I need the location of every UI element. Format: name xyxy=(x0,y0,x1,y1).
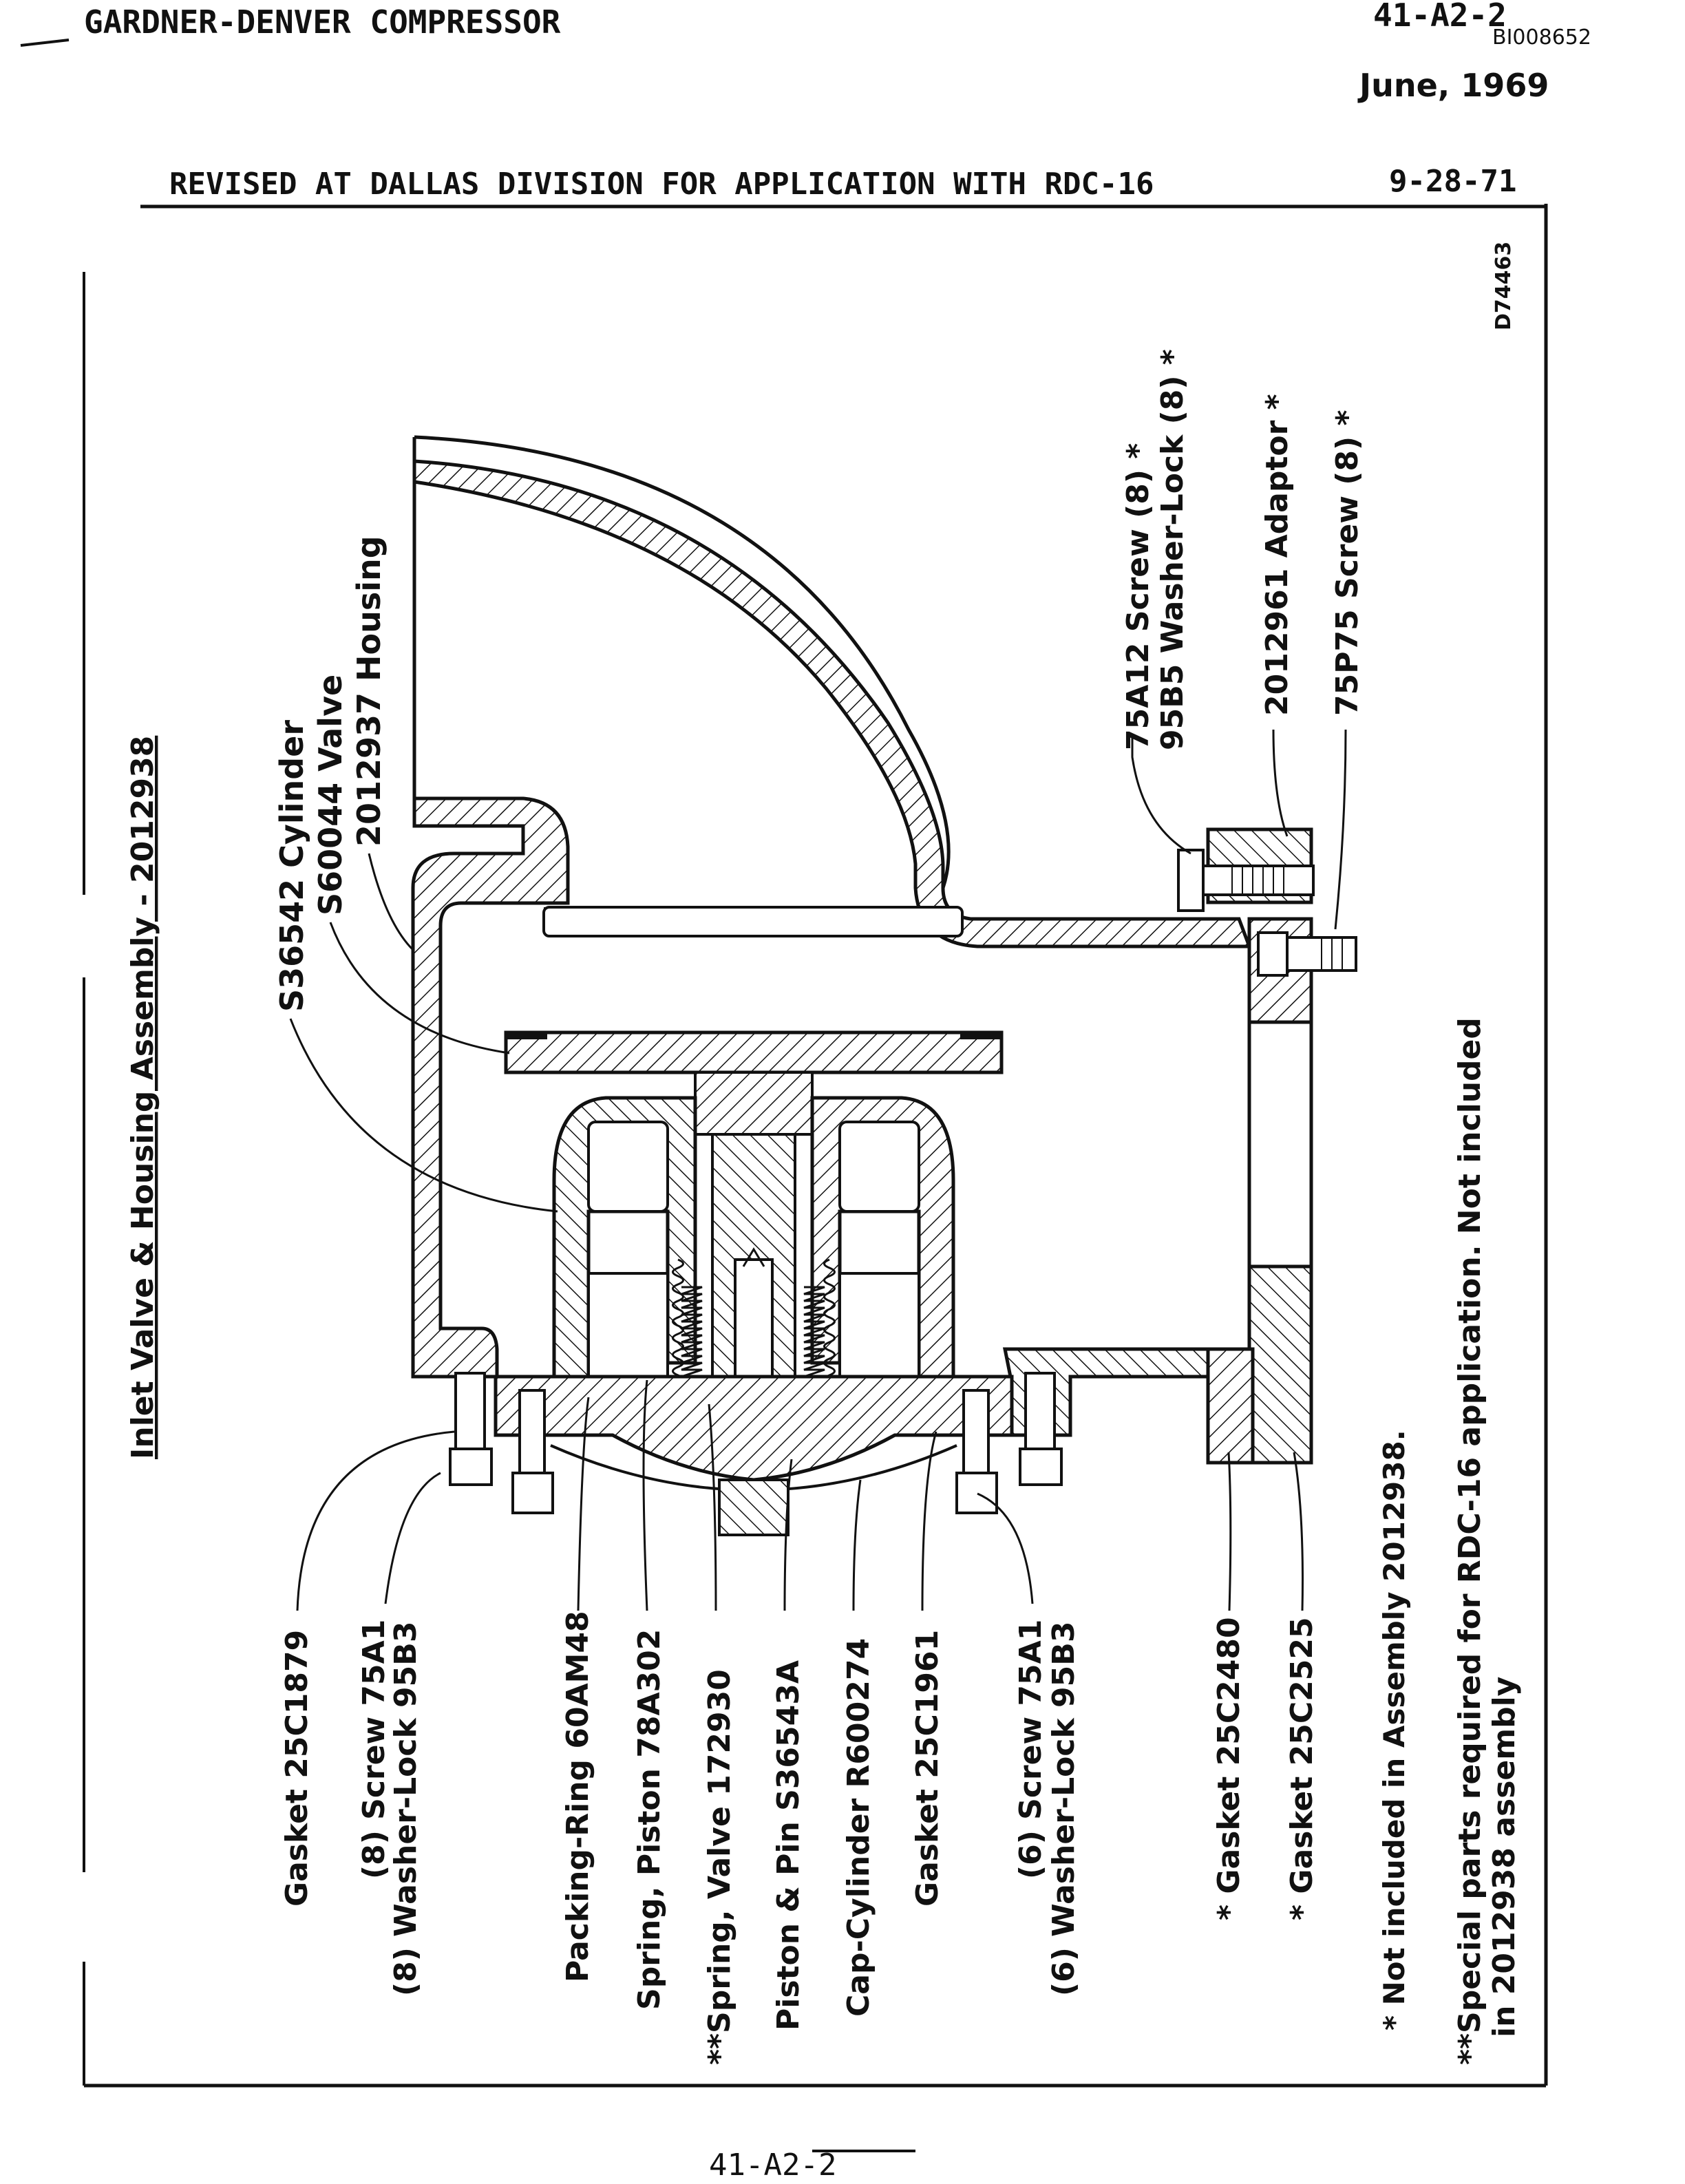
part-spring-valve: **Spring, Valve 172930 xyxy=(702,1669,737,2065)
company-name: GARDNER-DENVER COMPRESSOR xyxy=(84,3,561,41)
part-gasket-25C2480: * Gasket 25C2480 xyxy=(1211,1617,1247,1920)
gasket-block-25C2480 xyxy=(1206,1347,1255,1465)
screw-threads xyxy=(1231,867,1343,969)
callout-screw-75P75: 75P75 Screw (8) * xyxy=(1330,410,1365,716)
piston-lower-left xyxy=(587,1272,669,1378)
leader-75P75 xyxy=(1334,729,1347,930)
note-special-parts-cont: in 2012938 assembly xyxy=(1487,1677,1522,2037)
part-washer-95B3-6: (6) Washer-Lock 95B3 xyxy=(1046,1622,1081,1996)
part-screw-75A1-8: (8) Screw 75A1 xyxy=(357,1620,392,1879)
leader-housing xyxy=(368,853,414,951)
bates-number: BI008652 xyxy=(1492,25,1591,50)
valve-disc-insert-left xyxy=(506,1032,547,1039)
cap-nut xyxy=(718,1478,789,1536)
piston-chamber-right xyxy=(838,1121,920,1213)
screw-left-1 xyxy=(454,1372,486,1450)
screw-right-1-head xyxy=(955,1472,998,1514)
leader-cylinder xyxy=(289,1018,558,1213)
issue-date: June, 1969 xyxy=(1357,67,1549,104)
part-packing-ring: Packing-Ring 60AM48 xyxy=(560,1611,595,1982)
valve-disc xyxy=(504,1030,1004,1074)
valve-stem-cap xyxy=(694,1071,814,1136)
part-screw-75A1-6: (6) Screw 75A1 xyxy=(1013,1620,1048,1879)
callout-screw-75A12: 75A12 Screw (8) * xyxy=(1121,443,1156,750)
doc-number-top: 41-A2-2 xyxy=(1373,0,1507,34)
screw-right-1 xyxy=(962,1389,990,1474)
part-cap-cylinder: Cap-Cylinder R600274 xyxy=(841,1638,876,2017)
screw-right-2-head xyxy=(1019,1448,1063,1486)
part-gasket-25C2525: * Gasket 25C2525 xyxy=(1284,1617,1320,1920)
page-number: 41-A2-2 xyxy=(709,2148,836,2181)
cap-cylinder xyxy=(494,1375,1014,1482)
margin-mark xyxy=(20,39,70,47)
leader-adaptor xyxy=(1272,729,1289,837)
screw-right-2 xyxy=(1024,1372,1056,1450)
callout-cylinder: S36542 Cylinder xyxy=(273,720,310,1012)
screw-head-75A12 xyxy=(1177,849,1205,912)
bottom-screws xyxy=(449,1372,1063,1514)
note-special-parts: **Special parts required for RDC-16 appl… xyxy=(1452,1017,1487,2065)
part-washer-95B3-8: (8) Washer-Lock 95B3 xyxy=(388,1622,423,1996)
piston-spring-coils xyxy=(681,1286,825,1378)
callout-housing: 2012937 Housing xyxy=(350,536,388,847)
screw-left-2-head xyxy=(511,1472,554,1514)
part-gasket-25C1879: Gasket 25C1879 xyxy=(279,1630,315,1907)
part-piston-pin: Piston & Pin S36543A xyxy=(771,1660,806,2031)
part-spring-piston: Spring, Piston 78A302 xyxy=(632,1629,667,2010)
piston-chamber-left xyxy=(587,1121,669,1213)
callout-adaptor: 2012961 Adaptor * xyxy=(1260,394,1295,716)
leader-valve xyxy=(329,922,510,1054)
housing-wall xyxy=(411,437,1252,1379)
valve-seat xyxy=(542,906,964,937)
assembly-title: Inlet Valve & Housing Assembly - 2012938 xyxy=(125,736,160,1459)
leader-75A12 xyxy=(1131,736,1191,855)
elbow-outer-line xyxy=(414,435,951,889)
piston-lower-right xyxy=(838,1272,920,1378)
revision-date: 9-28-71 xyxy=(1389,164,1516,199)
screw-head-75P75 xyxy=(1257,931,1289,977)
revision-note: REVISED AT DALLAS DIVISION FOR APPLICATI… xyxy=(169,167,1154,202)
parts-leaders xyxy=(296,1379,1304,1611)
callout-washer-95B5: 95B5 Washer-Lock (8) * xyxy=(1155,349,1190,750)
screw-left-1-head xyxy=(449,1448,493,1486)
screw-left-2 xyxy=(518,1389,546,1474)
pin-tip xyxy=(742,1247,765,1267)
drawing-id: D74463 xyxy=(1492,242,1516,330)
screw-shank-75A12 xyxy=(1202,865,1315,896)
part-gasket-25C1961: Gasket 25C1961 xyxy=(910,1630,945,1907)
valve-disc-insert-right xyxy=(960,1032,1002,1039)
note-not-included: * Not included in Assembly 2012938. xyxy=(1377,1430,1411,2031)
gasket-block-25C2525 xyxy=(1247,1264,1313,1465)
callout-valve: S60044 Valve xyxy=(312,675,349,915)
